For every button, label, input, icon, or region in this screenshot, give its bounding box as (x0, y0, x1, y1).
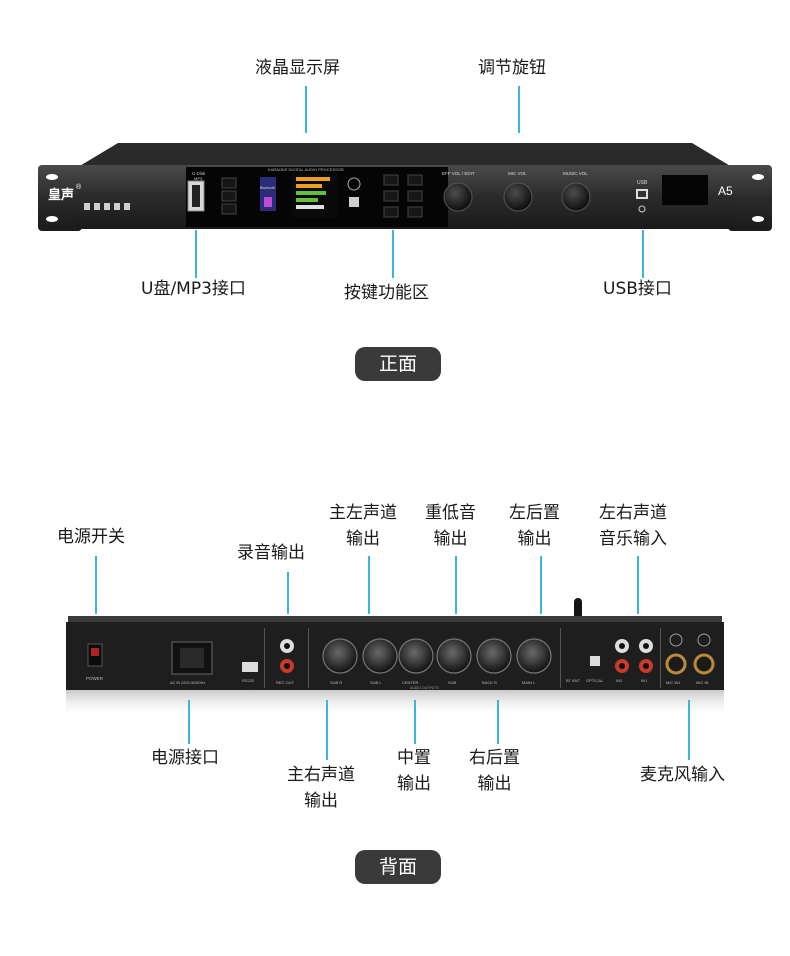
callout-power-switch: 电源开关 (57, 527, 125, 547)
svg-text:USB: USB (637, 180, 648, 186)
callout-line-knobs (518, 86, 520, 133)
svg-text:U Disk: U Disk (192, 171, 206, 176)
svg-text:MUSIC VOL: MUSIC VOL (563, 171, 588, 176)
svg-text:AUDIO OUTPUTS: AUDIO OUTPUTS (410, 686, 439, 690)
svg-text:MIC IN1: MIC IN1 (666, 680, 681, 685)
callout-line-mic-input (688, 700, 690, 760)
svg-text:MP3: MP3 (194, 176, 203, 181)
callout-line-keys (392, 230, 394, 278)
music-vol-knob (561, 182, 591, 212)
svg-text:REC OUT: REC OUT (276, 680, 295, 685)
svg-text:CENTER: CENTER (402, 680, 419, 685)
mic-in1-jack (665, 653, 687, 675)
callout-line-usb-disk (195, 230, 197, 278)
svg-text:MIC IN: MIC IN (696, 680, 709, 685)
callout-line-power-switch (95, 556, 97, 614)
svg-text:MIC VOL: MIC VOL (508, 171, 527, 176)
callout-music-input: 左右声道音乐输入 (599, 503, 667, 549)
optical-port (590, 656, 600, 666)
xlr-sub (436, 638, 472, 674)
callout-usb-port: USB接口 (603, 279, 672, 299)
callout-key-area: 按键功能区 (344, 283, 429, 303)
callout-power-inlet: 电源接口 (151, 748, 219, 768)
xlr-center (398, 638, 434, 674)
callout-right-rear: 右后置输出 (469, 748, 520, 794)
mic-vol-knob (503, 182, 533, 212)
callout-lcd-display: 液晶显示屏 (255, 58, 340, 78)
svg-text:SUB L: SUB L (370, 680, 382, 685)
callout-line-center (414, 700, 416, 744)
front-section-title: 正面 (355, 347, 441, 381)
svg-text:BACK R: BACK R (482, 680, 497, 685)
callout-line-lcd (305, 86, 307, 133)
svg-text:OPTICAL: OPTICAL (586, 678, 604, 683)
callout-rec-out: 录音输出 (237, 543, 305, 563)
svg-text:IN2: IN2 (616, 678, 623, 683)
callout-line-main-right (326, 700, 328, 760)
svg-text:®: ® (76, 183, 82, 191)
back-panel-device: POWER AC IN 220V-50/60Hz RS232 REC OUT S… (66, 598, 724, 718)
callout-line-subwoofer (455, 556, 457, 614)
xlr-back-r (476, 638, 512, 674)
callout-line-music-input (637, 556, 639, 614)
svg-text:SUB R: SUB R (330, 680, 342, 685)
callout-main-right: 主右声道输出 (287, 765, 355, 811)
callout-line-left-rear (540, 556, 542, 614)
svg-text:IN1: IN1 (641, 678, 648, 683)
rs232-port (242, 662, 258, 672)
svg-text:SUB: SUB (448, 680, 457, 685)
callout-subwoofer: 重低音输出 (425, 503, 476, 549)
svg-text:KARAOKE DIGITAL AUDIO PROCESSO: KARAOKE DIGITAL AUDIO PROCESSOR (268, 167, 344, 172)
xlr-sub-l (362, 638, 398, 674)
callout-adjust-knobs: 调节旋钮 (478, 58, 546, 78)
back-section-title: 背面 (355, 850, 441, 884)
svg-text:POWER: POWER (86, 676, 104, 681)
front-panel-device: 皇声 ® KARAOKE DIGITAL AUDIO PROCESSOR U D… (38, 143, 772, 231)
svg-text:Bluetooth: Bluetooth (260, 186, 275, 190)
model-label: A5 (718, 184, 733, 198)
eff-vol-knob (443, 182, 473, 212)
callout-line-right-rear (497, 700, 499, 744)
xlr-sub-r (322, 638, 358, 674)
mic-in-jack (693, 653, 715, 675)
svg-text:EFF VOL / EDIT: EFF VOL / EDIT (442, 171, 475, 176)
svg-text:RS232: RS232 (242, 678, 255, 683)
callout-line-usb-port (642, 230, 644, 278)
svg-text:MAIN L: MAIN L (522, 680, 536, 685)
callout-mic-input: 麦克风输入 (640, 765, 725, 785)
svg-text:BT ANT: BT ANT (566, 678, 580, 683)
callout-usb-disk: U盘/MP3接口 (141, 279, 246, 299)
callout-line-rec-out (287, 572, 289, 614)
callout-line-main-left (368, 556, 370, 614)
svg-text:AC IN 220V-50/60Hz: AC IN 220V-50/60Hz (170, 681, 205, 685)
callout-line-power-inlet (188, 700, 190, 744)
callout-left-rear: 左后置输出 (509, 503, 560, 549)
brand-logo: 皇声 (48, 187, 74, 202)
callout-main-left: 主左声道输出 (329, 503, 397, 549)
callout-center: 中置输出 (397, 748, 431, 794)
xlr-main-l (516, 638, 552, 674)
